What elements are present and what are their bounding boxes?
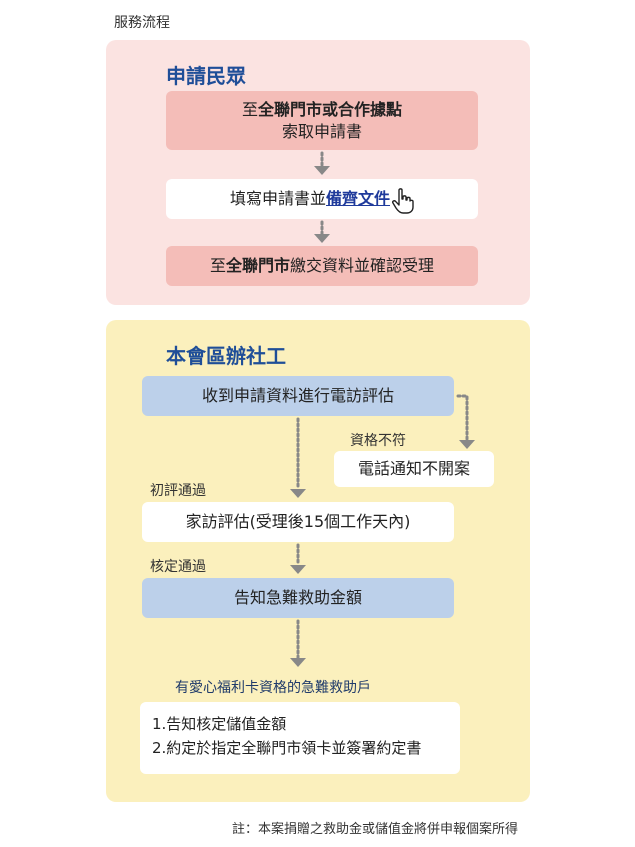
eligible-households-label: 有愛心福利卡資格的急難救助戶: [175, 680, 371, 696]
step-submit-prefix: 至: [209, 256, 226, 275]
arrow-receive-to-home-visit: [290, 417, 306, 498]
final-step-1: 1.告知核定儲值金額: [152, 715, 287, 733]
step-get-form-location: 全聯門市或合作據點: [258, 99, 403, 119]
notify-amount-box: 告知急難救助金額: [142, 578, 454, 618]
page-title: 服務流程: [114, 15, 170, 31]
step-get-form-line2: 索取申請書: [281, 121, 362, 141]
applicant-section-title: 申請民眾: [166, 64, 246, 88]
arrow-receive-to-fail: [456, 394, 475, 449]
approved-label: 核定通過: [150, 559, 206, 575]
arrow-notify-to-households: [290, 619, 306, 667]
documents-link[interactable]: 備齊文件: [326, 189, 391, 208]
step-submit-suffix: 繳交資料並確認受理: [290, 256, 435, 275]
final-steps-list: 1.告知核定儲值金額 2.約定於指定全聯門市領卡並簽署約定書: [140, 702, 460, 774]
arrow-form-to-fill: [314, 151, 330, 175]
home-visit-box: 家訪評估(受理後15個工作天內): [142, 502, 454, 542]
ineligible-label: 資格不符: [350, 433, 406, 449]
social-section-title: 本會區辦社工: [166, 344, 286, 368]
hand-pointer-icon: [392, 188, 414, 220]
arrow-fill-to-submit: [314, 220, 330, 243]
arrow-home-visit-to-notify: [290, 543, 306, 574]
step-fill-form: 填寫申請書並備齊文件: [166, 179, 478, 219]
step-get-form-line1: 至全聯門市或合作據點: [242, 99, 402, 121]
initial-pass-label: 初評通過: [150, 483, 206, 499]
step-submit-store: 全聯門市: [225, 256, 290, 275]
footnote: 註：本案捐贈之救助金或儲值金將併申報個案所得: [232, 822, 519, 837]
step-fill-form-text: 填寫申請書並: [229, 189, 326, 208]
phone-notice-box: 電話通知不開案: [334, 451, 494, 487]
receive-application-box: 收到申請資料進行電訪評估: [142, 376, 454, 416]
step-get-form: 至全聯門市或合作據點 索取申請書: [166, 91, 478, 150]
step-submit: 至全聯門市繳交資料並確認受理: [166, 246, 478, 286]
final-step-2: 2.約定於指定全聯門市領卡並簽署約定書: [152, 739, 422, 757]
step-get-form-prefix: 至: [241, 99, 258, 119]
